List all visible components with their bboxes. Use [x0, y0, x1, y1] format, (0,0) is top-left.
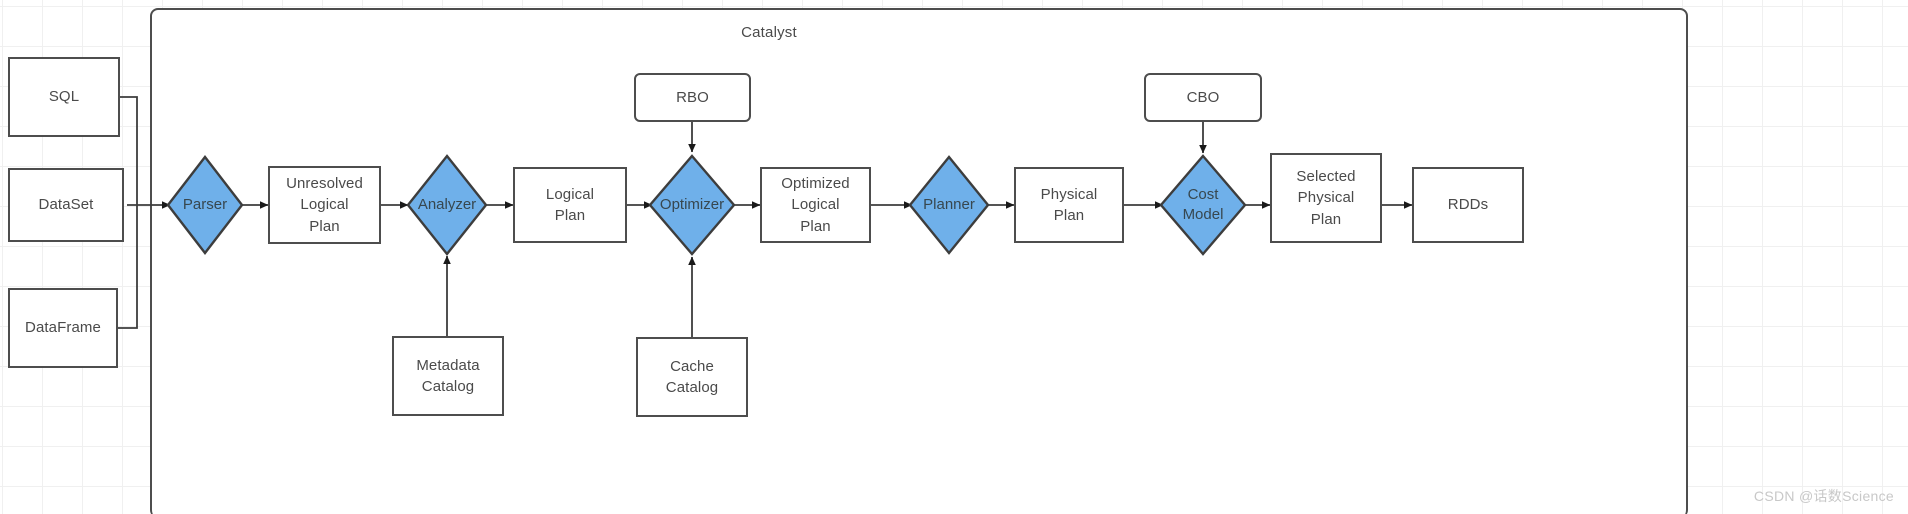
node-sql[interactable]: SQL	[8, 57, 120, 137]
planner-diamond-shape	[908, 155, 990, 255]
node-rdds-label: RDDs	[1447, 196, 1489, 214]
node-dataframe-label: DataFrame	[25, 319, 101, 337]
cost-model-diamond-shape	[1159, 154, 1247, 256]
node-rdds[interactable]: RDDs	[1412, 167, 1524, 243]
node-selected-physical-plan-label: Selected Physical Plan	[1296, 168, 1356, 228]
node-unresolved-logical-plan[interactable]: Unresolved Logical Plan	[268, 166, 381, 244]
node-dataframe[interactable]: DataFrame	[8, 288, 118, 368]
node-cache-catalog-label: Cache Catalog	[665, 357, 719, 396]
catalyst-container	[150, 8, 1688, 514]
parser-diamond-shape	[166, 155, 244, 255]
node-cache-catalog[interactable]: Cache Catalog	[636, 337, 748, 417]
watermark: CSDN @话数Science	[1753, 488, 1894, 504]
node-optimized-logical-plan-label: Optimized Logical Plan	[781, 175, 850, 235]
node-cbo-label: CBO	[1186, 88, 1220, 106]
node-rbo-label: RBO	[676, 88, 709, 106]
node-optimized-logical-plan[interactable]: Optimized Logical Plan	[760, 167, 871, 243]
node-logical-plan-label: Logical Plan	[545, 185, 595, 224]
node-sql-label: SQL	[48, 88, 80, 106]
node-optimizer[interactable]: Optimizer	[648, 154, 736, 256]
node-planner[interactable]: Planner	[908, 155, 990, 255]
node-physical-plan-label: Physical Plan	[1040, 185, 1098, 224]
node-logical-plan[interactable]: Logical Plan	[513, 167, 627, 243]
node-metadata-catalog[interactable]: Metadata Catalog	[392, 336, 504, 416]
node-cbo[interactable]: CBO	[1144, 73, 1262, 122]
node-metadata-catalog-label: Metadata Catalog	[416, 356, 480, 395]
node-selected-physical-plan[interactable]: Selected Physical Plan	[1270, 153, 1382, 243]
analyzer-diamond-shape	[406, 154, 488, 256]
node-dataset[interactable]: DataSet	[8, 168, 124, 242]
node-analyzer[interactable]: Analyzer	[406, 154, 488, 256]
node-cost-model[interactable]: Cost Model	[1159, 154, 1247, 256]
node-physical-plan[interactable]: Physical Plan	[1014, 167, 1124, 243]
node-parser[interactable]: Parser	[166, 155, 244, 255]
optimizer-diamond-shape	[648, 154, 736, 256]
node-unresolved-logical-plan-label: Unresolved Logical Plan	[286, 175, 363, 235]
catalyst-title: Catalyst	[741, 24, 797, 41]
node-dataset-label: DataSet	[38, 196, 94, 214]
node-rbo[interactable]: RBO	[634, 73, 751, 122]
